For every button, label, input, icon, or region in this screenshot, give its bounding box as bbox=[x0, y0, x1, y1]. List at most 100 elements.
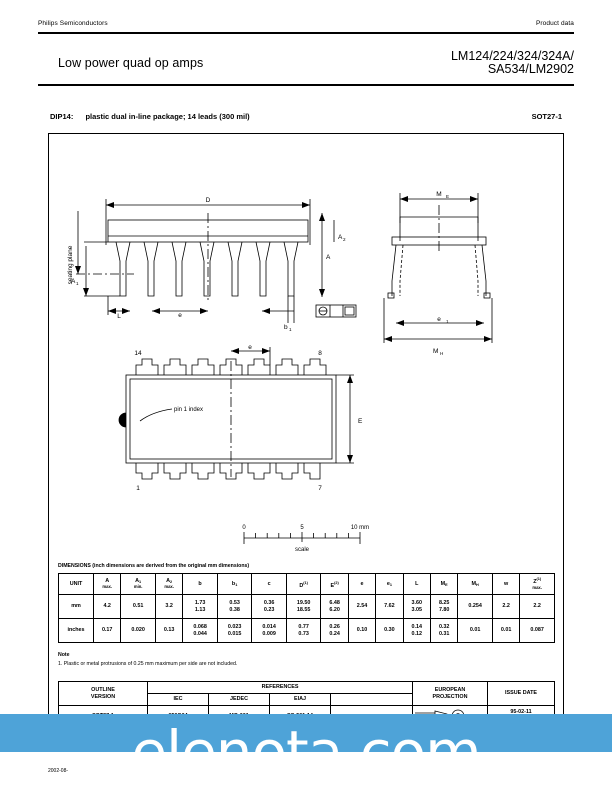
label-A2-sub: 2 bbox=[343, 237, 346, 242]
part-numbers-line1: LM124/224/324/324A/ bbox=[450, 48, 574, 63]
ref-std-iec: IEC bbox=[147, 693, 209, 706]
package-description: plastic dual in-line package; 14 leads (… bbox=[85, 112, 250, 121]
dim-header-b: b bbox=[182, 573, 218, 595]
dim-in-Z: 0.087 bbox=[519, 618, 555, 643]
dim-header-MH: MH bbox=[457, 573, 493, 595]
label-L: L bbox=[117, 313, 121, 320]
scale-tick-10: 10 mm bbox=[351, 525, 369, 531]
label-pin-8: 8 bbox=[318, 350, 322, 357]
dim-header-A: A max. bbox=[92, 573, 122, 595]
dim-in-A1: 0.020 bbox=[120, 618, 156, 643]
label-A1: A bbox=[71, 278, 76, 285]
dim-header-w: w bbox=[491, 573, 521, 595]
page-title: Low power quad op amps bbox=[58, 56, 204, 70]
dim-header-unit: UNIT bbox=[58, 573, 94, 595]
label-E: E bbox=[358, 418, 363, 425]
dim-header-Z: Z(1) max. bbox=[519, 573, 555, 595]
dim-in-e: 0.10 bbox=[347, 618, 377, 643]
dim-mm-A: 4.2 bbox=[92, 594, 122, 619]
dim-header-c: c bbox=[251, 573, 287, 595]
label-pin-1-index: pin 1 index bbox=[174, 407, 203, 413]
references-header-row-2: IEC JEDEC EIAJ bbox=[59, 693, 555, 706]
header-top-row: Philips Semiconductors Product data bbox=[38, 20, 574, 27]
ref-references-header: REFERENCES bbox=[147, 681, 413, 694]
dim-in-A: 0.17 bbox=[92, 618, 122, 643]
label-seating-plane: seating plane bbox=[67, 245, 74, 284]
ref-european-header: EUROPEAN PROJECTION bbox=[412, 681, 488, 706]
dim-in-A2: 0.13 bbox=[154, 618, 184, 643]
dim-header-A2: A2 max. bbox=[154, 573, 184, 595]
watermark-band bbox=[0, 714, 612, 752]
label-e-side: e bbox=[178, 312, 182, 319]
label-pin-7: 7 bbox=[318, 485, 322, 492]
ref-std-jedec: JEDEC bbox=[208, 693, 270, 706]
document-type: Product data bbox=[535, 20, 574, 27]
package-outline-ref: SOT27-1 bbox=[531, 112, 562, 121]
label-pin-1: 1 bbox=[136, 485, 140, 492]
label-ME-sub: E bbox=[446, 194, 449, 199]
scale-tick-0: 0 bbox=[242, 525, 246, 531]
label-ME: M bbox=[436, 191, 441, 198]
package-code: DIP14: bbox=[50, 112, 74, 121]
ref-std-eiaj: EIAJ bbox=[269, 693, 331, 706]
dim-header-E: E(2) bbox=[320, 573, 349, 595]
dim-mm-e: 2.54 bbox=[347, 594, 377, 619]
dim-header-L: L bbox=[402, 573, 432, 595]
ref-issue-header: ISSUE DATE bbox=[487, 681, 555, 706]
dim-row-unit-inches: inches bbox=[58, 618, 94, 643]
package-name-row: DIP14: plastic dual in-line package; 14 … bbox=[50, 112, 250, 121]
dim-header-b1: b1 bbox=[216, 573, 253, 595]
company-name: Philips Semiconductors bbox=[38, 20, 108, 27]
label-D: D bbox=[206, 197, 211, 204]
dim-mm-A1: 0.51 bbox=[120, 594, 156, 619]
dim-header-ME: ME bbox=[429, 573, 459, 595]
package-caption: DIP14: plastic dual in-line package; 14 … bbox=[50, 112, 562, 121]
label-e-top: e bbox=[248, 344, 252, 351]
part-numbers: LM124/224/324/324A/ SA534/LM2902 bbox=[450, 48, 574, 77]
header-rule-bottom bbox=[38, 84, 574, 86]
footer-date: 2002-08- bbox=[48, 768, 69, 774]
dim-header-A1: A1 min. bbox=[120, 573, 156, 595]
label-A2: A bbox=[338, 234, 343, 241]
references-header-row-1: OUTLINE VERSION REFERENCES EUROPEAN PROJ… bbox=[58, 681, 555, 706]
label-pin-14: 14 bbox=[134, 350, 142, 357]
dim-mm-Z: 2.2 bbox=[519, 594, 555, 619]
dim-header-e1: e1 bbox=[375, 573, 404, 595]
ref-std-blank bbox=[330, 693, 413, 706]
label-b1-sub: 1 bbox=[289, 327, 292, 332]
label-b1: b bbox=[284, 324, 288, 331]
dim-row-unit-mm: mm bbox=[58, 594, 94, 619]
dim-mm-w: 2.2 bbox=[491, 594, 521, 619]
note-heading: Note bbox=[58, 652, 70, 658]
dimensions-table: UNIT A max. A1 min. A2 max. b b1 bbox=[58, 573, 555, 643]
dim-header-e: e bbox=[347, 573, 377, 595]
label-MH-sub: H bbox=[440, 351, 443, 356]
note-text: 1. Plastic or metal protrusions of 0.25 … bbox=[58, 661, 238, 667]
dimensions-header-row: UNIT A max. A1 min. A2 max. b b1 bbox=[58, 573, 555, 595]
label-A: A bbox=[326, 254, 331, 261]
dim-in-MH: 0.01 bbox=[457, 618, 493, 643]
label-e1-sub: 1 bbox=[446, 319, 449, 324]
dim-mm-MH: 0.254 bbox=[457, 594, 493, 619]
dim-in-w: 0.01 bbox=[491, 618, 521, 643]
label-e1: e bbox=[437, 316, 441, 323]
label-MH: M bbox=[433, 348, 438, 355]
watermark-text: elenota.com bbox=[131, 718, 481, 786]
header-rule-top bbox=[38, 32, 574, 34]
label-A1-sub: 1 bbox=[76, 281, 79, 286]
